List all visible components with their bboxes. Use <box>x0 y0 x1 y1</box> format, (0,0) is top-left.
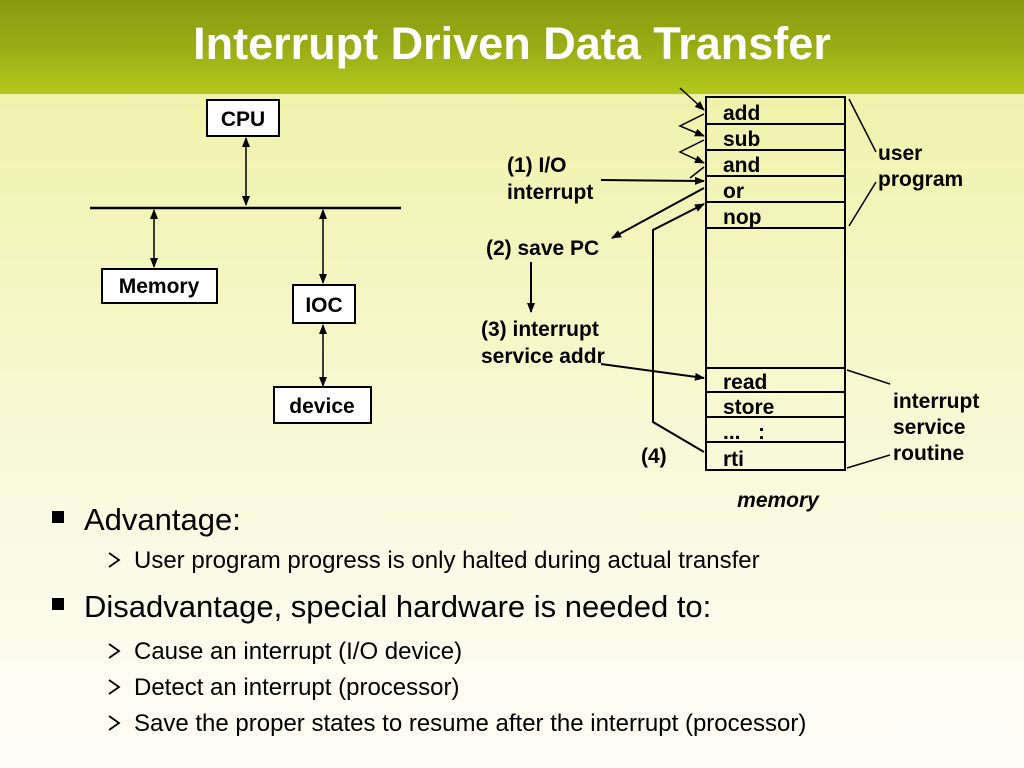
cpu-box <box>206 99 280 137</box>
square-bullet-icon <box>52 511 64 523</box>
memory-block-label: Memory <box>119 275 200 298</box>
cell-and: and <box>723 154 760 177</box>
system-block-diagram: CPU Memory IOC device <box>90 99 401 424</box>
step1-line1: (1) I/O <box>507 154 567 177</box>
cell-rti: rti <box>723 448 744 471</box>
arrow-bullet-icon <box>108 552 121 568</box>
step3-line2: service addr <box>481 345 605 368</box>
memory-box <box>101 268 218 304</box>
cpu-label: CPU <box>221 108 265 131</box>
arrow-bullet-icon <box>108 715 121 731</box>
step2-label: (2) save PC <box>486 237 599 260</box>
arrow-bullet-icon <box>108 643 121 659</box>
ioc-label: IOC <box>305 294 342 317</box>
execution-flow-arrows <box>678 87 705 179</box>
save-pc-arrow <box>611 187 705 239</box>
memory-outline <box>705 96 846 471</box>
square-bullet-icon <box>52 598 64 610</box>
step4-label: (4) <box>641 445 667 468</box>
step4-return-arrow <box>652 203 705 453</box>
device-label: device <box>289 395 354 418</box>
title-bar: Interrupt Driven Data Transfer <box>0 0 1024 94</box>
isr-label-2: service <box>893 416 965 439</box>
isr-label-3: routine <box>893 442 964 465</box>
device-box <box>273 386 372 424</box>
cell-ellipsis: ... : <box>723 421 765 444</box>
arrow-bullet-icon <box>108 679 121 695</box>
isr-label-1: interrupt <box>893 390 979 413</box>
memory-column: add sub and or nop read store ... : rti … <box>705 96 846 512</box>
region-labels: user program interrupt service routine <box>846 98 979 469</box>
step1-arrow <box>600 176 705 185</box>
step1-line2: interrupt <box>507 181 593 204</box>
cell-sub: sub <box>723 128 760 151</box>
cell-nop: nop <box>723 206 761 229</box>
cell-or: or <box>723 180 744 203</box>
interrupt-steps: (1) I/O interrupt (2) save PC (3) interr… <box>481 154 705 468</box>
slide-title: Interrupt Driven Data Transfer <box>193 18 831 69</box>
user-program-label-2: program <box>878 168 963 191</box>
cell-store: store <box>723 396 774 419</box>
memory-caption: memory <box>737 489 820 512</box>
step3-line1: (3) interrupt <box>481 318 599 341</box>
cell-add: add <box>723 102 760 125</box>
cell-read: read <box>723 371 767 394</box>
ioc-box <box>292 284 356 324</box>
user-program-label-1: user <box>878 142 922 165</box>
